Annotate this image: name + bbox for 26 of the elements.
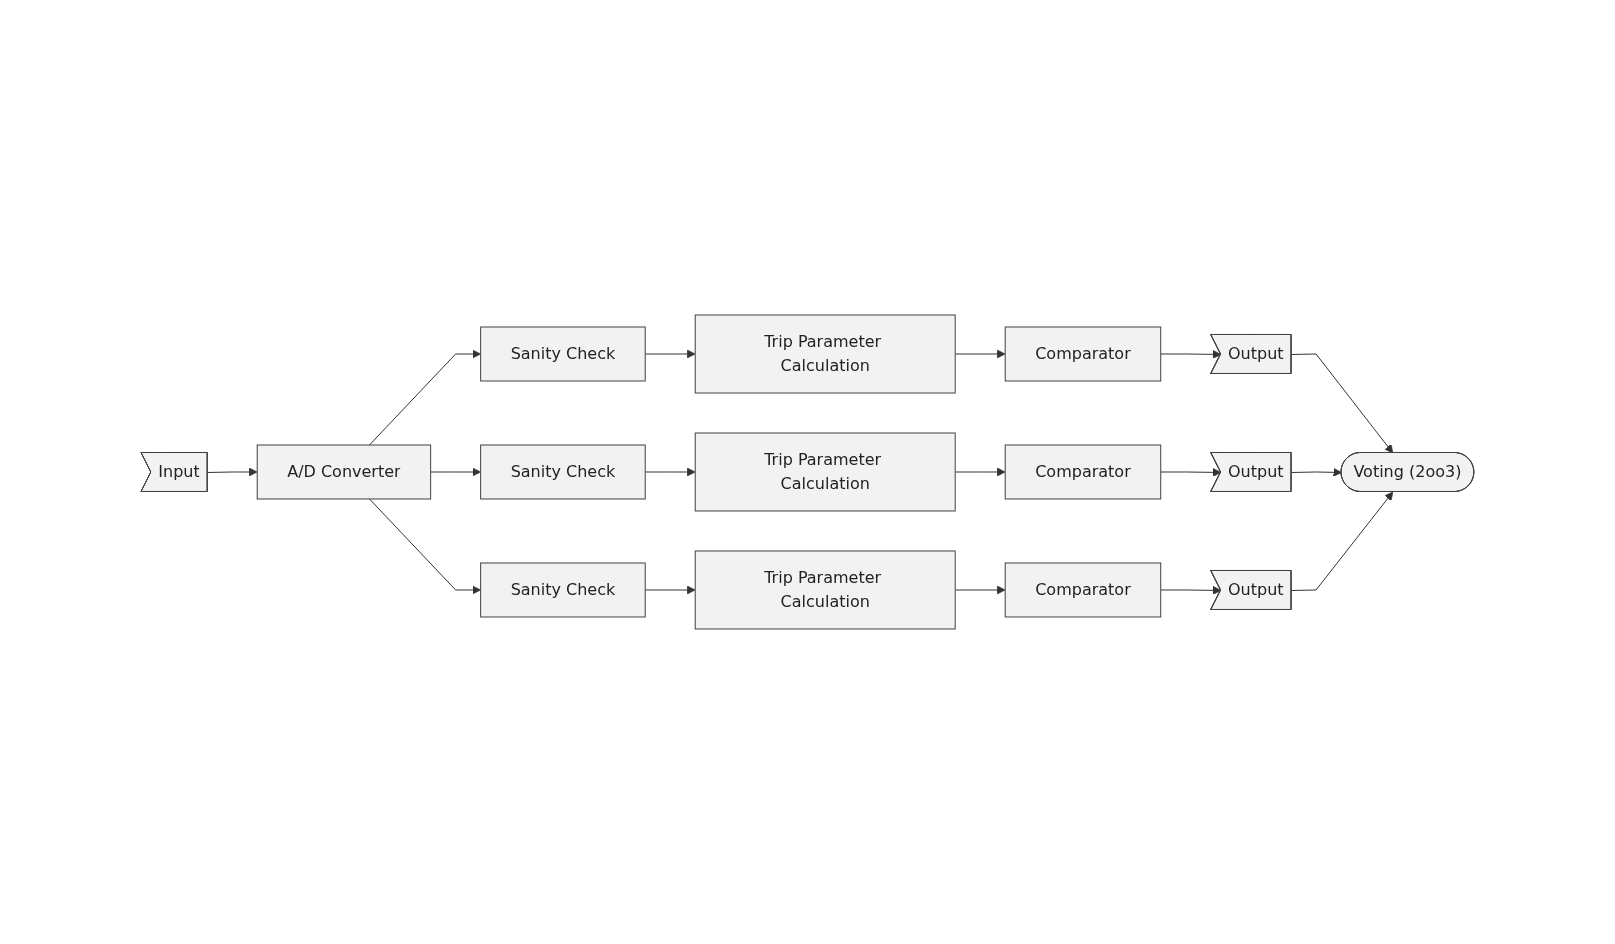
node-box: Comparator — [1004, 326, 1162, 382]
arrow — [1160, 350, 1222, 359]
arrow — [644, 349, 696, 359]
node-box: Trip Parameter Calculation — [694, 432, 956, 512]
arrow — [1291, 353, 1394, 454]
arrow — [207, 467, 258, 477]
arrow — [369, 349, 482, 446]
arrow — [954, 467, 1006, 477]
node-box: A/D Converter — [256, 444, 432, 500]
arrow — [1291, 467, 1343, 477]
arrow — [644, 585, 696, 595]
arrow — [1291, 491, 1394, 591]
arrow — [954, 349, 1006, 359]
arrow — [1160, 585, 1222, 595]
node-box: Sanity Check — [480, 562, 646, 618]
node-box: Sanity Check — [480, 326, 646, 382]
arrow — [1160, 468, 1222, 477]
node-box: Trip Parameter Calculation — [694, 314, 956, 394]
node-box: Comparator — [1004, 562, 1162, 618]
arrow — [369, 498, 482, 595]
arrow — [644, 467, 696, 477]
arrow — [430, 467, 482, 477]
node-box: Sanity Check — [480, 444, 646, 500]
node-box: Trip Parameter Calculation — [694, 550, 956, 630]
node-box: Comparator — [1004, 444, 1162, 500]
arrow — [954, 585, 1006, 595]
